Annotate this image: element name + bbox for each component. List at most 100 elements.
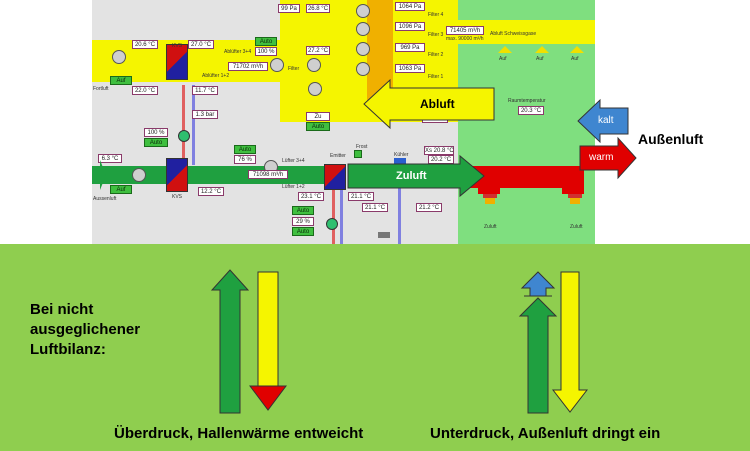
fan-icon [356, 42, 370, 56]
auto-status-c: Auto [234, 145, 256, 154]
abluefter12-label: Ablüfter 1+2 [202, 73, 230, 79]
pressure-1064: 1064 Pa [395, 2, 425, 11]
percent-76: 76 % [234, 155, 256, 164]
temp-220: 22.0 °C [132, 86, 158, 95]
heat-exchanger-top [166, 44, 188, 80]
zuluft-arrow-label: Zuluft [396, 170, 427, 182]
abluft-schweissgase: Abluft Schweissgase [490, 31, 537, 37]
abluft-flow: 71702 m³/h [228, 62, 268, 71]
kvs-label-bottom: KVS [172, 194, 183, 200]
overpressure-red-tip [249, 385, 287, 411]
coil-pipe-red [332, 170, 335, 244]
fan-icon [356, 22, 370, 36]
auf-label-a: Auf [499, 56, 507, 62]
zuluft-outlet-label-b: Zuluft [570, 224, 583, 230]
abluft-percent: 100 % [255, 47, 277, 56]
abluft-arrow-label: Abluft [420, 97, 455, 111]
fortluft-temp: 20.6 °C [132, 40, 158, 49]
fortluft-label: Fortluft [93, 86, 109, 92]
temp-122: 12.2 °C [198, 187, 224, 196]
aussenluft-label: Aussenluft [93, 196, 117, 202]
zu-auto-status: Auto [306, 122, 330, 131]
pressure-13bar: 1.3 bar [192, 110, 218, 119]
fan-icon [356, 4, 370, 18]
zuluft-arrow [347, 154, 485, 198]
fan-icon [132, 168, 146, 182]
aussenluft-inlet-arrow [92, 160, 106, 190]
fan-icon [308, 82, 322, 96]
temp-211: 21.1 °C [348, 192, 374, 201]
hood-icon [570, 46, 584, 53]
scheme-arrows [92, 78, 637, 198]
underpressure-caption: Unterdruck, Außenluft dringt ein [430, 425, 661, 442]
auf-label-c: Auf [571, 56, 579, 62]
auf-status-1: Auf [110, 76, 132, 85]
zuluft-outlet-label-a: Zuluft [484, 224, 497, 230]
warm-duct-drop [562, 166, 584, 194]
valve-icon [378, 232, 390, 238]
filter3-label: Filter 3 [428, 32, 444, 38]
abluft-arrow [363, 78, 495, 130]
pressure-1063: 1063 Pa [395, 64, 425, 73]
underpressure-yellow-down-arrow [551, 271, 589, 413]
auto-status-e: Auto [292, 227, 314, 236]
imbalance-intro: Bei nicht ausgeglichener Luftbilanz: [30, 301, 141, 358]
filter2-label: Filter 2 [428, 52, 444, 58]
fan-icon [307, 58, 321, 72]
fan-icon [356, 62, 370, 76]
luefter34-label: Lüfter 3+4 [282, 158, 305, 164]
kalt-arrow [577, 98, 629, 144]
auto-status-d: Auto [292, 206, 314, 215]
overpressure-yellow-down-arrow [257, 271, 279, 387]
fan-icon [112, 50, 126, 64]
hood-icon [498, 46, 512, 53]
emitter-label: Emitter [330, 153, 346, 159]
kalt-arrow-label: kalt [598, 115, 614, 126]
overpressure-green-up-arrow [210, 269, 250, 414]
luefter12-label: Lüfter 1+2 [282, 184, 305, 190]
pump-icon [326, 218, 338, 230]
ventilation-scheme: 20.6 °C 27.0 °C KVS Auto 100 % Ablüfter … [92, 0, 595, 244]
overpressure-caption: Überdruck, Hallenwärme entweicht [114, 425, 364, 442]
abluefter34-label: Ablüfter 3+4 [224, 49, 252, 55]
pressure-1096: 1096 Pa [395, 22, 425, 31]
aussenluft-title: Außenluft [638, 131, 704, 147]
temp-212: 21.2 °C [416, 203, 442, 212]
temp-231: 23.1 °C [298, 192, 324, 201]
percent-100b: 100 % [144, 128, 168, 137]
hood-icon [535, 46, 549, 53]
temp-211b: 21.1 °C [362, 203, 388, 212]
zu-label: Zu [306, 112, 330, 121]
filter-label: Filter [288, 66, 300, 72]
underpressure-blue-tip [520, 271, 556, 297]
auto-status-b: Auto [144, 138, 168, 147]
temp-63: 6.3 °C [98, 154, 122, 163]
heat-pipe-red [182, 85, 185, 165]
pump-icon [178, 130, 190, 142]
filter1-label: Filter 1 [428, 74, 444, 80]
fan-icon [270, 58, 284, 72]
warm-duct-drop [478, 166, 500, 194]
zuluft-flow: 71098 m³/h [248, 170, 288, 179]
abluft-flow-max: max. 90000 m³/h [446, 36, 484, 42]
frost-label: Frost [356, 144, 368, 150]
heating-coil [324, 164, 346, 190]
raumtemperatur-label: Raumtemperatur [508, 98, 546, 104]
temp-272: 27.2 °C [306, 46, 330, 55]
temp-268: 26.8 °C [306, 4, 330, 13]
heat-pipe-blue [192, 85, 195, 165]
pressure-arrows [210, 269, 589, 414]
explanation-panel [0, 244, 750, 451]
cooler-pipe-blue [398, 165, 401, 244]
kvs-temp: 27.0 °C [188, 40, 214, 49]
coil-pipe-blue [340, 170, 343, 244]
supply-outlet [570, 198, 580, 204]
abluft-auto-status: Auto [255, 37, 277, 46]
kuehler-label: Kühler [394, 152, 409, 158]
auf-label-b: Auf [536, 56, 544, 62]
filter4-label: Filter 4 [428, 12, 444, 18]
auf-status-2: Auf [110, 185, 132, 194]
heat-exchanger-bottom [166, 158, 188, 192]
percent-29: 29 % [292, 217, 314, 226]
pressure-99: 99 Pa [278, 4, 300, 13]
